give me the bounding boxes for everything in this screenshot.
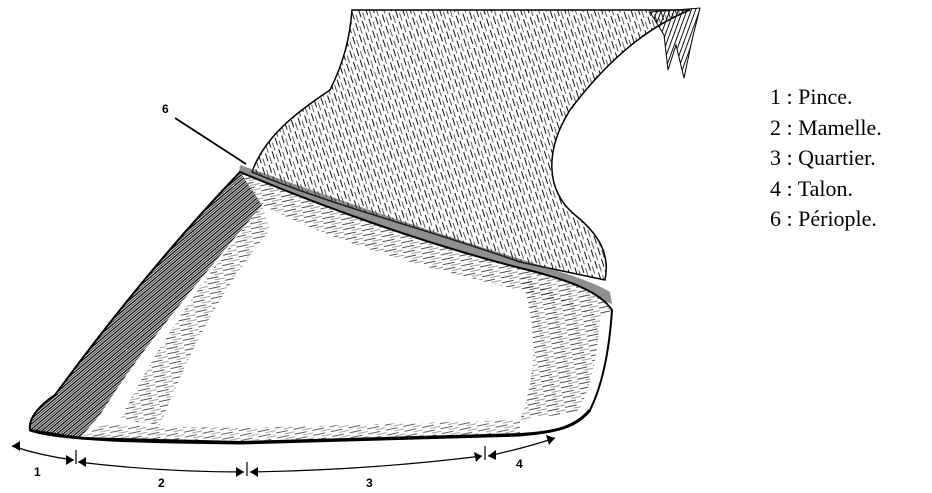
segment-4-number: 4 <box>516 457 523 471</box>
segment-1-number: 1 <box>34 465 41 479</box>
callout-6-number: 6 <box>162 102 169 116</box>
legend: 1 : Pince. 2 : Mamelle. 3 : Quartier. 4 … <box>770 82 930 235</box>
segment-2-number: 2 <box>158 476 165 488</box>
legend-item-quartier: 3 : Quartier. <box>770 143 930 174</box>
segment-3-number: 3 <box>366 476 373 488</box>
legend-item-talon: 4 : Talon. <box>770 174 930 205</box>
legend-item-periople: 6 : Périople. <box>770 204 930 235</box>
callout-6-leader <box>175 118 246 164</box>
legend-item-mamelle: 2 : Mamelle. <box>770 113 930 144</box>
legend-item-pince: 1 : Pince. <box>770 82 930 113</box>
tuft <box>650 8 700 78</box>
